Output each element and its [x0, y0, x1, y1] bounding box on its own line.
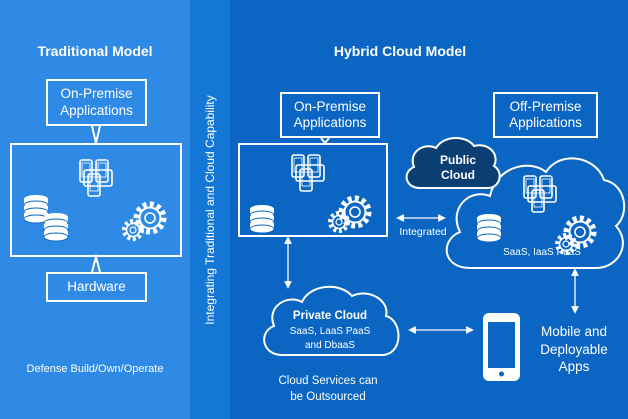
- private-cloud: [263, 285, 400, 356]
- offprem-services-label: SaaS, IaaS PaaS: [503, 247, 581, 258]
- onprem-devices-icon: [292, 155, 324, 191]
- traditional-app-label: On-Premise Applications: [46, 79, 147, 126]
- traditional-devices-icon: [80, 160, 112, 196]
- traditional-database-icon: [23, 194, 69, 242]
- integration-strip: [190, 0, 230, 419]
- offprem-database-icon: [476, 213, 502, 243]
- onprem-app-label: On-Premise Applications: [280, 92, 380, 138]
- private-cloud-services: SaaS, LaaS PaaS and DbaaS: [289, 326, 371, 351]
- traditional-footer: Defense Build/Own/Operate: [26, 363, 164, 375]
- mobile-apps-label: Mobile and Deployable Apps: [540, 324, 608, 375]
- onprem-server-box: [238, 143, 388, 237]
- onprem-pointer: [320, 137, 330, 145]
- hardware-label: Hardware: [46, 272, 147, 302]
- offprem-app-label: Off-Premise Applications: [493, 92, 598, 138]
- onprem-gears-icon: [328, 198, 369, 233]
- hardware-pointer: [91, 253, 101, 273]
- private-cloud-title: Private Cloud: [292, 310, 368, 322]
- integrated-label: Integrated: [399, 226, 447, 238]
- hybrid-title: Hybrid Cloud Model: [333, 43, 467, 59]
- app-label-pointer: [91, 125, 101, 144]
- public-cloud: [405, 137, 501, 189]
- smartphone-icon: [483, 313, 520, 381]
- traditional-title: Traditional Model: [37, 43, 153, 59]
- public-cloud-label: Public Cloud: [439, 153, 476, 182]
- onprem-database-icon: [249, 204, 275, 234]
- cloud-services-note: Cloud Services can be Outsourced: [278, 375, 378, 404]
- traditional-gears-icon: [122, 204, 164, 241]
